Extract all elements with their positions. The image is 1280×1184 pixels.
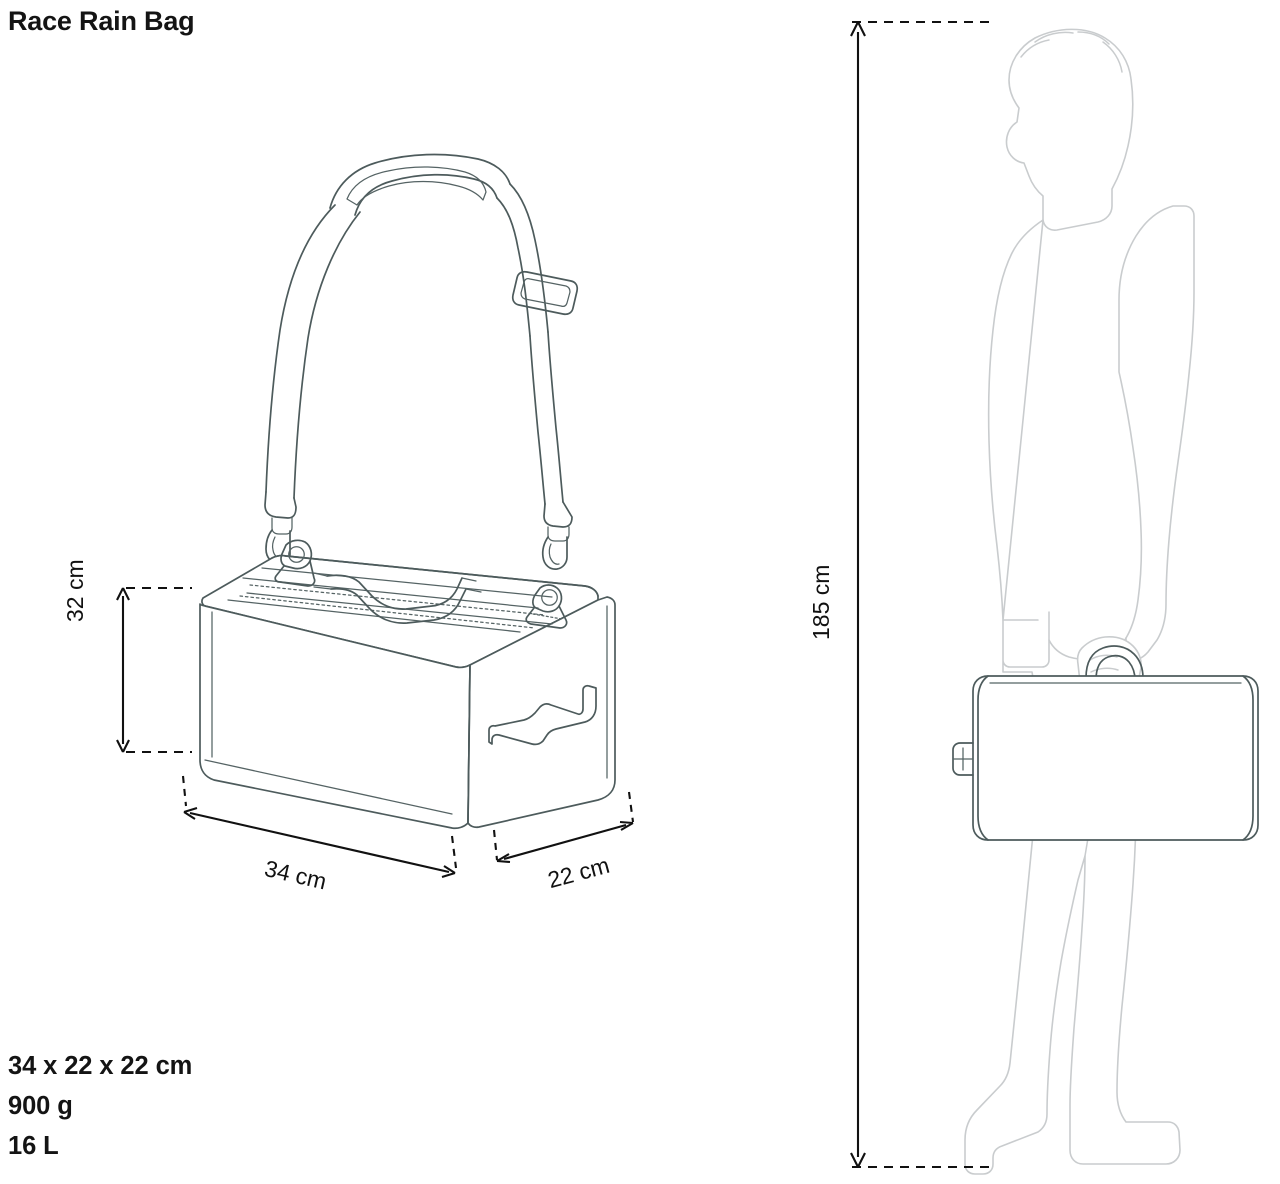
dimension-label-person-height: 185 cm	[808, 564, 834, 640]
shoulder-strap-illustration	[264, 153, 579, 570]
dimension-person-height	[850, 20, 992, 1169]
spec-volume: 16 L	[8, 1132, 59, 1160]
dimension-label-height: 32 cm	[62, 559, 88, 622]
page-title: Race Rain Bag	[8, 6, 195, 36]
spec-dimensions: 34 x 22 x 22 cm	[8, 1052, 193, 1080]
dimension-height	[116, 586, 192, 754]
carried-bag-illustration	[952, 645, 1259, 841]
spec-weight: 900 g	[8, 1092, 73, 1120]
person-silhouette	[964, 28, 1195, 1175]
dimension-depth	[492, 791, 635, 864]
dimension-width	[181, 775, 458, 879]
product-specs: 34 x 22 x 22 cm 900 g 16 L	[8, 1046, 192, 1166]
bag-body-illustration	[199, 539, 616, 830]
